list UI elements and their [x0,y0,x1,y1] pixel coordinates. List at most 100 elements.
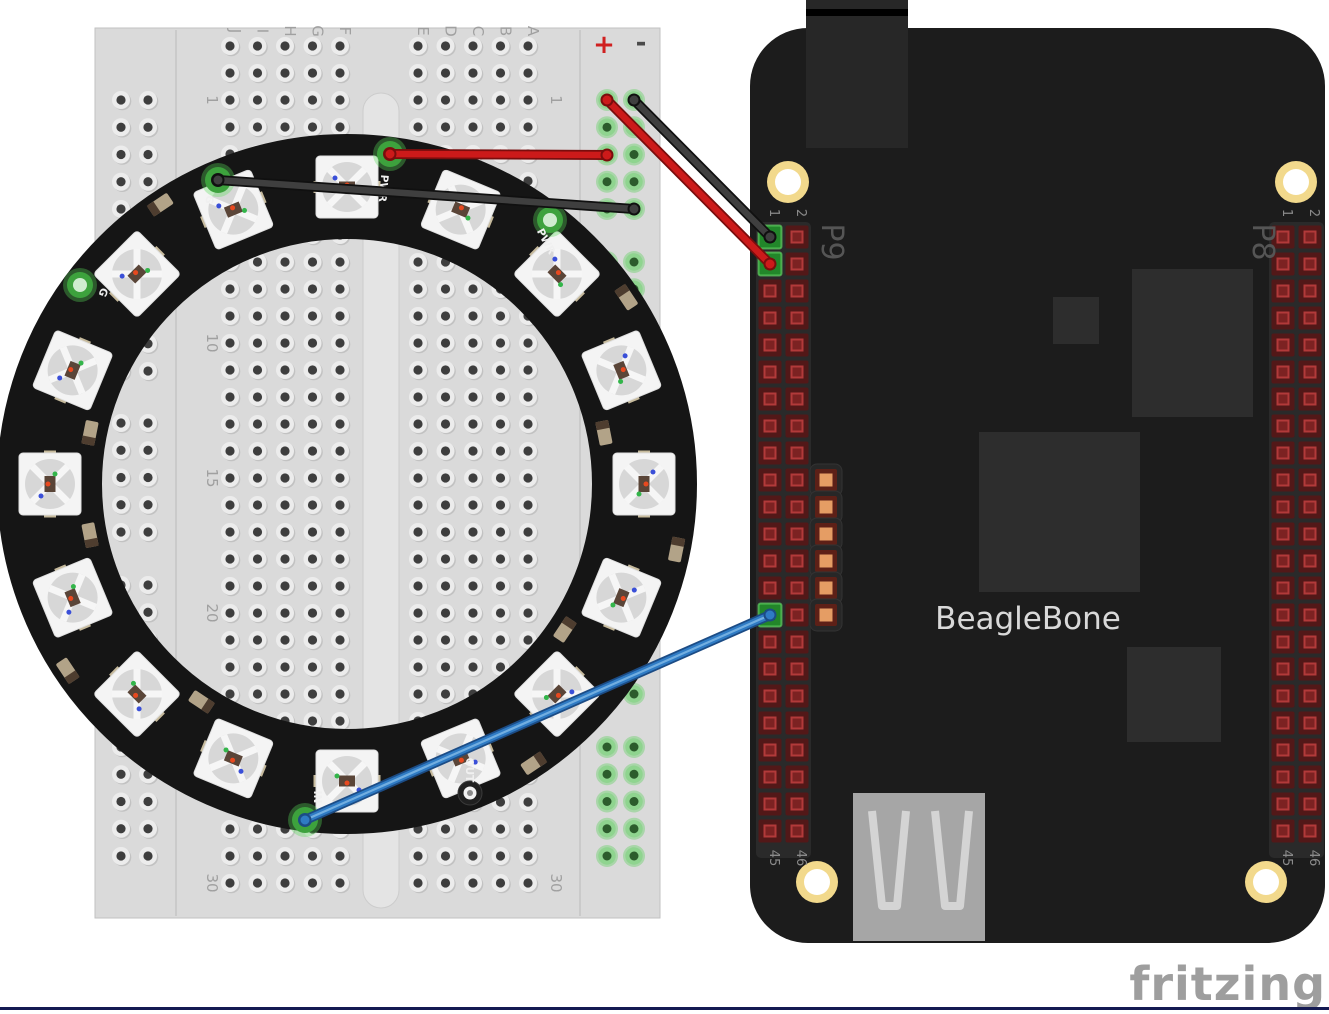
smd-component [1053,297,1099,344]
ring-pad-label: G [96,286,110,298]
wire-red-ring-pwr-to-plus-rail[interactable] [383,147,614,162]
hole-center [307,95,318,105]
hole-center [143,500,153,510]
hole-center [523,419,533,429]
hole-center [225,392,235,402]
wire-black-minus-rail-to-p9-pin1[interactable] [627,93,777,244]
ring-pad-label: OUT [463,758,475,783]
header-pin-core [792,286,802,296]
hole-center [252,689,263,699]
hole-center [307,635,318,645]
hole-center [116,122,126,132]
ring-pad-out-dot [467,790,473,796]
hole-center [495,419,506,429]
hole-center [413,122,423,132]
header-pin-core [792,556,802,566]
hole-center [307,284,318,294]
header-pin-core [792,691,802,701]
header-pin-core [792,475,802,485]
hole-center [335,95,345,105]
header-pin-core [1305,502,1315,512]
hole-center [280,446,290,456]
hole-center [495,473,506,483]
hole-center [252,68,263,78]
hole-center [280,527,290,537]
hole-center [252,527,263,537]
hole-center [143,95,153,105]
header-pin-core [765,772,775,782]
hole-center [413,527,423,537]
hole-center [252,581,263,591]
header-pin-core [765,475,775,485]
hole-center [335,68,345,78]
capacitor-band [81,435,96,446]
capacitor [81,522,99,549]
hole-center [413,419,423,429]
hole-center [440,527,451,537]
header-pin-core [1278,745,1288,755]
capacitor [668,536,686,563]
wire-red-plus-rail-to-p9-pin3[interactable] [600,93,777,271]
header-pin-core [765,529,775,539]
header-pin-core [792,421,802,431]
neopixel-led [32,557,113,638]
header-pin-core [765,286,775,296]
header-pin-core [1305,799,1315,809]
row-number-left: 10 [203,333,221,352]
hole-center [307,365,318,375]
hole-center [523,68,533,78]
led-bond-dot [334,773,340,779]
serial-pin-core [819,608,833,622]
header-pin-core [1305,745,1315,755]
hole-center [413,311,423,321]
hole-center [468,500,478,510]
hole-center [440,662,451,672]
hole-center [116,824,126,834]
center-channel [362,92,400,909]
hole-center [116,851,126,861]
hole-center [335,662,345,672]
led-bond-dot [57,375,63,381]
hole-center [307,392,318,402]
hole-center [440,365,451,375]
ring-pad-label: IN [311,791,323,804]
hole-center [440,608,451,618]
led-bond-dot [643,481,649,487]
hole-center [468,446,478,456]
hole-center [335,851,345,861]
hole-center [413,878,423,888]
hole-center [252,41,263,51]
capacitor-band [595,419,610,431]
ring-pad-center [73,278,87,292]
wire-black-ring-gnd-to-minus-rail[interactable] [211,173,641,216]
wire-blue-ring-in-to-p9-pin29[interactable] [298,608,777,827]
led-bond-dot [216,203,222,209]
neopixel-led [612,450,676,518]
hole-center [440,851,451,861]
hole-center [143,472,153,483]
hole-center [307,554,318,564]
hole-center [280,554,290,564]
header-pin-core [1305,610,1315,620]
serial-pin-core [819,500,833,514]
hole-center [225,581,235,591]
hole-center [225,527,235,537]
wire-core [386,150,611,159]
header-pin-core [1278,502,1288,512]
hole-center [468,662,478,672]
hole-center [495,95,506,105]
capacitor [56,657,80,685]
header-pin-core [792,745,802,755]
hole-center [143,445,153,455]
header-pin-core [1278,421,1288,431]
mounting-hole [1283,169,1309,195]
hole-center [143,122,153,132]
hole-center [335,419,345,429]
hole-center [280,419,290,429]
row-number-right: 1 [547,95,565,105]
led-bond-dot [133,270,139,276]
hole-center [116,149,126,160]
header-pin-core [792,772,802,782]
led-bond-dot [45,481,51,487]
